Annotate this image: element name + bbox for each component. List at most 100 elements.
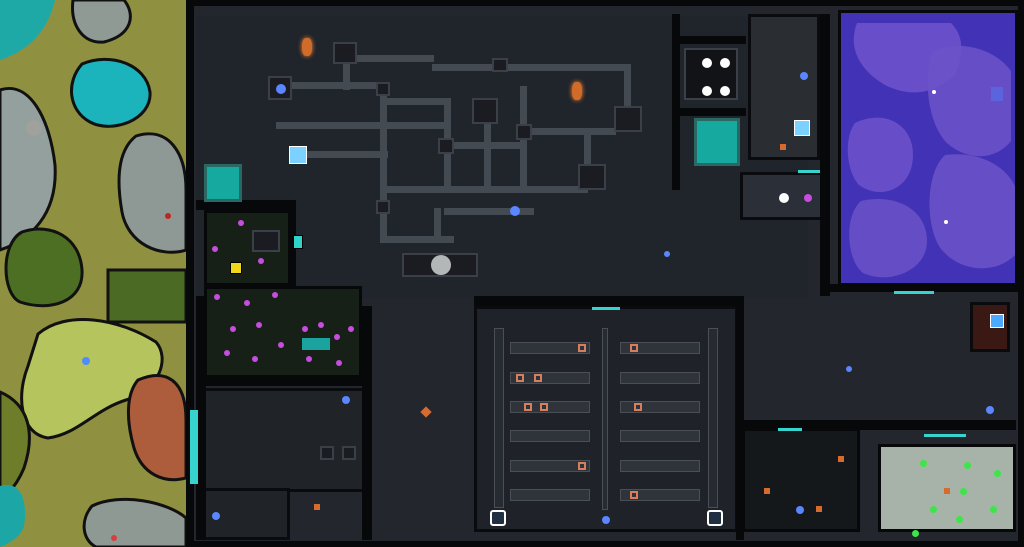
left-lower-room[interactable] [202, 388, 368, 492]
workbench-left-4[interactable] [510, 430, 590, 442]
valve-2[interactable] [492, 58, 508, 72]
inner-wall-c [680, 108, 746, 116]
pipe-19 [434, 208, 441, 240]
purple-pool[interactable] [838, 10, 1018, 286]
pink-plant-11 [278, 342, 284, 348]
outer-wall-bottom [186, 541, 1024, 547]
workbench-output-7[interactable] [634, 403, 642, 411]
workbench-output-5[interactable] [524, 403, 532, 411]
terrain-strip[interactable] [0, 0, 186, 547]
workshop-rail-right [708, 328, 718, 508]
water-tank-left[interactable] [204, 164, 242, 202]
crystal-node-left[interactable] [289, 146, 307, 164]
pipe-5 [432, 64, 628, 71]
machine-node-1[interactable] [333, 42, 357, 64]
pool-door[interactable] [894, 291, 934, 294]
workbench-right-6[interactable] [620, 489, 700, 501]
workbench-output-2[interactable] [630, 344, 638, 352]
workbench-left-3[interactable] [510, 401, 590, 413]
machine-node-3[interactable] [472, 98, 498, 124]
workbench-output-1[interactable] [578, 344, 586, 352]
workbench-output-6[interactable] [540, 403, 548, 411]
bed-2[interactable] [720, 58, 730, 68]
inner-wall-g [736, 296, 744, 540]
pipe-17 [584, 128, 591, 190]
workbench-left-1[interactable] [510, 342, 590, 354]
left-gate[interactable] [190, 410, 198, 484]
valve-1[interactable] [376, 82, 390, 96]
workbench-right-3[interactable] [620, 401, 700, 413]
workbench-right-1[interactable] [620, 342, 700, 354]
orange-crate-6[interactable] [944, 488, 950, 494]
bed-3[interactable] [702, 86, 712, 96]
green-shrub-4 [960, 488, 967, 495]
workbench-output-4[interactable] [534, 374, 542, 382]
storage-orb[interactable] [779, 193, 789, 203]
green-shrub-7 [912, 530, 919, 537]
inner-wall-m [196, 200, 296, 210]
outer-wall-top [186, 0, 1024, 6]
workbench-left-2[interactable] [510, 372, 590, 384]
workbench-right-2[interactable] [620, 372, 700, 384]
generator-core[interactable] [431, 255, 451, 275]
pipe-6 [384, 98, 448, 105]
pipe-18 [624, 64, 631, 124]
dark-room-door[interactable] [778, 428, 802, 431]
machine-node-4[interactable] [614, 106, 642, 132]
pink-plant-14 [334, 334, 340, 340]
torch-1 [302, 38, 312, 56]
pink-plant-4 [214, 294, 220, 300]
blue-spark-9 [342, 396, 350, 404]
corner-marker-right[interactable] [707, 510, 723, 526]
water-tank-right[interactable] [694, 118, 740, 166]
left-room-crate-1[interactable] [320, 446, 334, 460]
machine-node-5[interactable] [578, 164, 606, 190]
green-shrub-6 [990, 506, 997, 513]
inner-wall-e [828, 284, 1018, 292]
green-room-gate[interactable] [293, 235, 303, 249]
pipe-11 [380, 236, 454, 243]
inner-wall-b [680, 36, 746, 44]
orange-crate-4[interactable] [838, 456, 844, 462]
corner-marker-left[interactable] [490, 510, 506, 526]
workshop-door[interactable] [592, 307, 620, 310]
storage-door[interactable] [798, 170, 820, 173]
orange-crate-1[interactable] [314, 504, 320, 510]
bed-1[interactable] [702, 58, 712, 68]
inner-wall-n [288, 210, 296, 286]
workbench-right-5[interactable] [620, 460, 700, 472]
dark-room[interactable] [742, 428, 860, 532]
workbench-right-4[interactable] [620, 430, 700, 442]
bed-4[interactable] [720, 86, 730, 96]
orange-crate-3[interactable] [816, 506, 822, 512]
crystal-node-right[interactable] [794, 120, 810, 136]
brick-room[interactable] [748, 14, 820, 160]
pipe-13 [380, 82, 387, 242]
shrine-crystal[interactable] [990, 314, 1004, 328]
pink-plant-8 [256, 322, 262, 328]
storage-pink-item[interactable] [804, 194, 812, 202]
workbench-left-6[interactable] [510, 489, 590, 501]
green-room-bench[interactable] [302, 338, 330, 350]
workbench-left-5[interactable] [510, 460, 590, 472]
pipe-1 [287, 82, 387, 89]
valve-4[interactable] [516, 124, 532, 140]
pink-plant-13 [318, 322, 324, 328]
workbench-output-8[interactable] [578, 462, 586, 470]
valve-3[interactable] [438, 138, 454, 154]
yard-door[interactable] [924, 434, 966, 437]
orange-crate-5[interactable] [780, 144, 786, 150]
orange-crate-2[interactable] [764, 488, 770, 494]
green-room-console[interactable] [252, 230, 280, 252]
inner-wall-a [672, 14, 680, 190]
valve-5[interactable] [376, 200, 390, 214]
workshop-divider [602, 328, 608, 510]
workbench-output-3[interactable] [516, 374, 524, 382]
inner-wall-j [196, 296, 206, 540]
green-shrub-2 [964, 462, 971, 469]
workbench-output-9[interactable] [630, 491, 638, 499]
pink-plant-7 [230, 326, 236, 332]
inner-wall-k [196, 376, 372, 386]
left-room-crate-2[interactable] [342, 446, 356, 460]
